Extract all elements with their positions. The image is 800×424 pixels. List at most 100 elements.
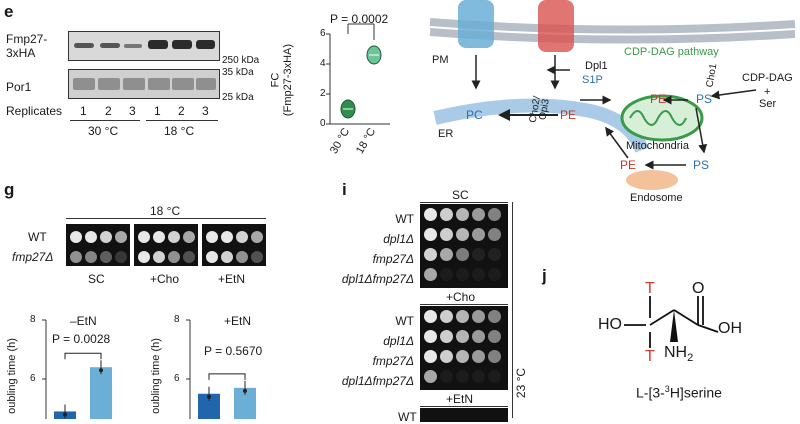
j-tritium-bottom: T: [645, 348, 655, 365]
j-nh2: NH2: [664, 344, 693, 364]
label-pe-endo: PE: [620, 158, 637, 172]
e-ylabel-fc: FC: [269, 72, 282, 88]
mw-35: 35 kDa: [222, 67, 254, 78]
j-nh2-sub: 2: [687, 352, 694, 365]
bar1-ytick-8: 8: [30, 314, 36, 325]
mitochondria-cristae: [629, 110, 687, 126]
temp-30: 30 °C: [88, 124, 119, 138]
colony-spot: [138, 251, 150, 263]
band: [100, 43, 120, 48]
pvalue-bracket: [208, 373, 246, 380]
colony-spot: [440, 268, 453, 281]
colony-spot: [440, 248, 453, 261]
colony-spot: [424, 310, 437, 323]
colony-spot: [206, 251, 218, 263]
band: [74, 43, 94, 48]
colony-spot: [115, 251, 127, 263]
blot-label-fmp27: Fmp27-: [6, 32, 48, 46]
replicate-3b: 3: [202, 104, 209, 118]
g-temp: 18 °C: [150, 204, 181, 218]
lipid-pathway-diagram: [429, 0, 796, 190]
colony-spot: [488, 350, 501, 363]
colony-spot: [456, 268, 469, 281]
colony-spot: [206, 231, 218, 243]
arrow: [710, 89, 757, 100]
blot-por1: [68, 69, 220, 99]
colony-spot: [488, 268, 501, 281]
blot-label-replicates: Replicates: [6, 104, 63, 118]
colony-spot: [236, 231, 248, 243]
label-ser: Ser: [759, 98, 777, 110]
e-chart-pvalue: P = 0.0002: [330, 12, 389, 26]
colony-spot: [472, 248, 485, 261]
g-row-wt: WT: [28, 230, 47, 244]
colony-spot: [70, 231, 82, 243]
replicate-dot: [99, 368, 103, 373]
label-pe-mito: PE: [650, 92, 667, 106]
temp-bracket-30: [70, 120, 140, 121]
colony-spot: [456, 228, 469, 241]
colony-spot: [70, 251, 82, 263]
band: [98, 78, 120, 90]
replicate-2a: 2: [105, 104, 112, 118]
colony-spot: [251, 231, 263, 243]
i-row-label: WT: [395, 314, 414, 328]
colony-spot: [100, 231, 112, 243]
label-s1p: S1P: [582, 74, 603, 86]
colony-spot: [221, 231, 233, 243]
blot-label-por1: Por1: [6, 80, 32, 94]
g-temp-bracket: [66, 218, 266, 219]
i-cho: +Cho: [446, 290, 476, 304]
colony-spot: [424, 330, 437, 343]
colony-spot: [488, 208, 501, 221]
label-dpl1: Dpl1: [585, 60, 608, 72]
label-mitochondria: Mitochondria: [626, 140, 689, 152]
i-row-label: dpl1Δfmp27Δ: [341, 374, 414, 388]
colony-spot: [424, 208, 437, 221]
colony-spot: [472, 330, 485, 343]
j-tritium-top: T: [645, 280, 655, 297]
i-sc-line: [420, 202, 508, 203]
colony-spot: [183, 231, 195, 243]
colony-spot: [168, 251, 180, 263]
replicate-dot: [63, 412, 67, 417]
colony-spot: [183, 251, 195, 263]
i-temp-bracket: [512, 202, 513, 418]
e-ytick-4: 4: [320, 58, 326, 69]
colony-spot: [488, 370, 501, 383]
j-ho: HO: [598, 316, 622, 333]
label-cdp-pathway: CDP-DAG pathway: [624, 46, 719, 58]
colony-spot: [424, 268, 437, 281]
i-row-label: fmp27Δ: [372, 354, 414, 368]
bar2-pvalue: P = 0.5670: [204, 344, 263, 358]
band: [172, 40, 192, 49]
colony-spot: [85, 231, 97, 243]
colony-spot: [440, 228, 453, 241]
e-ylabel-fmp: (Fmp27-3xHA): [282, 43, 295, 117]
blot-label-3xha: 3xHA: [6, 46, 36, 60]
colony-spot: [456, 248, 469, 261]
colony-spot: [440, 350, 453, 363]
colony-spot: [488, 248, 501, 261]
colony-spot: [472, 228, 485, 241]
panel-i-letter: i: [342, 180, 347, 199]
colony-spot: [424, 228, 437, 241]
colony-spot: [236, 251, 248, 263]
label-cdp-dag: CDP-DAG: [742, 72, 793, 84]
label-pm: PM: [432, 54, 449, 66]
j-o: O: [692, 280, 705, 297]
band: [196, 78, 216, 90]
colony-spot: [424, 248, 437, 261]
colony-spot: [440, 208, 453, 221]
colony-spot: [488, 228, 501, 241]
i-etn: +EtN: [446, 392, 474, 406]
colony-spot: [115, 231, 127, 243]
i-row-label: fmp27Δ: [372, 252, 414, 266]
bond: [649, 309, 675, 326]
colony-spot: [472, 370, 485, 383]
i-row-label: dpl1Δfmp27Δ: [341, 272, 414, 286]
bar1-pvalue: P = 0.0028: [52, 332, 111, 346]
colony-spot: [85, 251, 97, 263]
transporter-red: [538, 0, 574, 52]
colony-spot: [456, 310, 469, 323]
